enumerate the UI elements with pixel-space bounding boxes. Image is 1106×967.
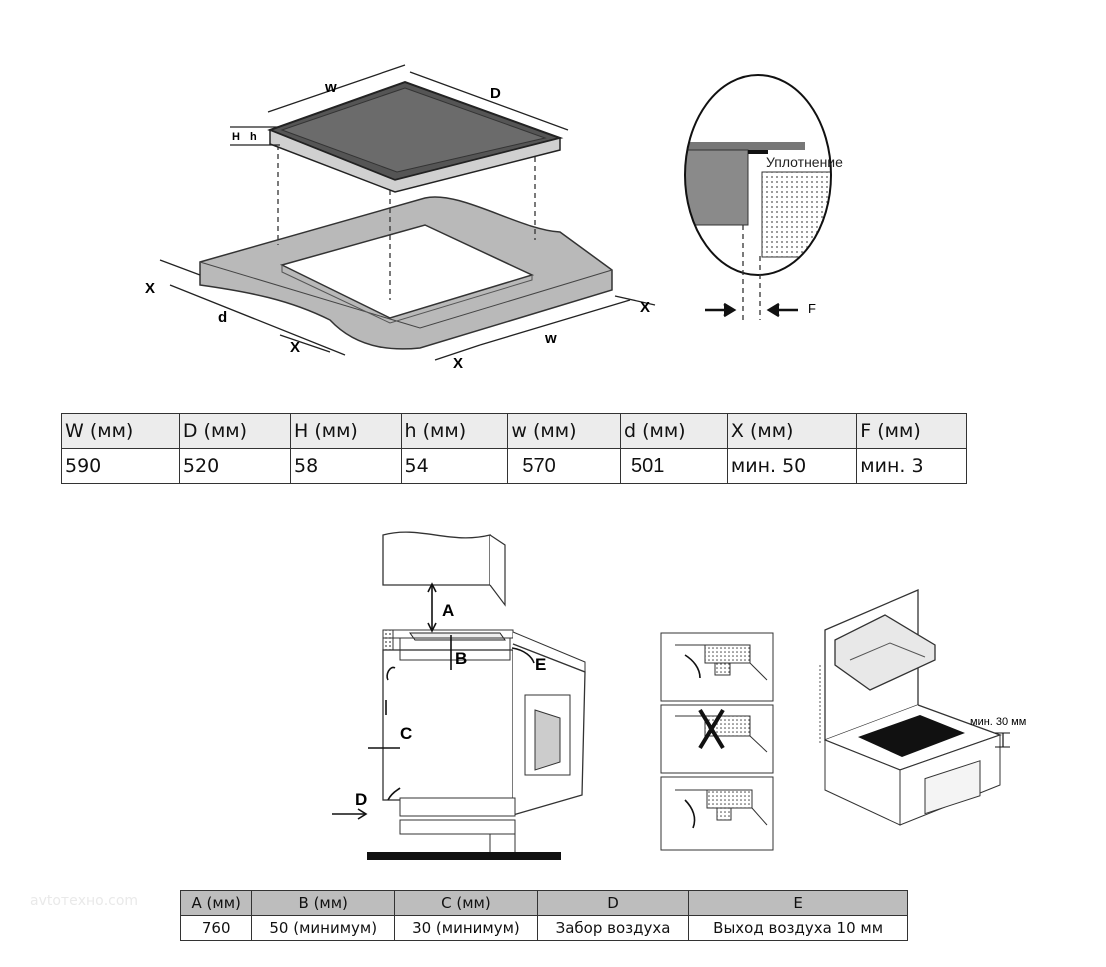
dimensions-value-row: 590 520 58 54 570 501 мин. 50 мин. 3 [61, 448, 967, 484]
hood-diagram: мин. 30 мм [819, 589, 1026, 826]
install-label-A: A [442, 601, 454, 620]
vent-value-row: 760 50 (минимум) 30 (минимум) Забор возд… [179, 915, 908, 941]
label-D: D [490, 85, 501, 102]
label-w: w [544, 330, 557, 347]
install-label-E: E [535, 655, 546, 674]
label-x-left: X [145, 280, 155, 297]
install-label-D: D [355, 790, 367, 809]
airflow-panel-3 [660, 776, 774, 851]
detail-ellipse [684, 74, 832, 276]
label-F: F [808, 301, 816, 316]
watermark: avtoтехно.com [30, 893, 139, 909]
header-X: X (мм) [726, 413, 858, 449]
hob [267, 80, 564, 193]
vent-header-row: A (мм) B (мм) C (мм) D E [179, 890, 908, 916]
seal-detail-diagram: Уплотнение F [684, 74, 843, 320]
header-H: H (мм) [290, 413, 402, 449]
dimensions-table: W (мм) D (мм) H (мм) h (мм) w (мм) d (мм… [61, 413, 967, 484]
label-x-bottom-left: X [290, 339, 300, 356]
value-h: 54 [400, 448, 509, 484]
projection-lines [277, 145, 536, 300]
value-d: 501 [620, 448, 728, 484]
arrow-left [766, 302, 798, 318]
vent-header-A: A (мм) [179, 890, 253, 916]
value-D: 520 [178, 448, 292, 484]
airflow-panel-1 [660, 632, 774, 702]
vent-header-B: B (мм) [251, 890, 396, 916]
dimensions-header-row: W (мм) D (мм) H (мм) h (мм) w (мм) d (мм… [61, 413, 967, 449]
header-W: W (мм) [61, 413, 180, 449]
upper-cabinet [382, 531, 491, 586]
vent-value-D: Забор воздуха [536, 915, 690, 941]
cooktop-panel [858, 715, 965, 757]
vent-value-E: Выход воздуха 10 мм [688, 915, 908, 941]
arrow-right [705, 302, 737, 318]
header-F: F (мм) [856, 413, 967, 449]
hob-cutout-diagram: w D H h X d X X w X [145, 64, 656, 372]
header-h: h (мм) [400, 413, 509, 449]
value-X: мин. 50 [726, 448, 858, 484]
airflow-panel-2 [660, 704, 774, 774]
ventilation-table: A (мм) B (мм) C (мм) D E 760 50 (минимум… [179, 890, 908, 941]
vent-header-E: E [688, 890, 908, 916]
header-d: d (мм) [620, 413, 728, 449]
label-W: w [324, 79, 337, 96]
range-hood [834, 614, 936, 691]
install-label-B: B [455, 649, 467, 668]
value-F: мин. 3 [856, 448, 967, 484]
vent-header-D: D [536, 890, 690, 916]
label-H: H [232, 131, 240, 143]
vent-value-B: 50 (минимум) [251, 915, 396, 941]
vent-value-C: 30 (минимум) [394, 915, 538, 941]
value-w: 570 [507, 448, 621, 484]
airflow-panels [660, 632, 774, 851]
label-x-bottom: X [453, 355, 463, 372]
header-D: D (мм) [178, 413, 292, 449]
label-x-right: X [640, 299, 650, 316]
value-H: 58 [290, 448, 402, 484]
seal-label: Уплотнение [766, 154, 843, 170]
min-30-label: мин. 30 мм [970, 716, 1026, 728]
vent-value-A: 760 [179, 915, 253, 941]
installation-diagram: A B C D E [332, 531, 586, 860]
label-h: h [250, 131, 257, 143]
install-label-C: C [400, 724, 412, 743]
vent-header-C: C (мм) [394, 890, 538, 916]
value-W: 590 [61, 448, 180, 484]
label-d: d [218, 309, 227, 326]
header-w: w (мм) [507, 413, 621, 449]
